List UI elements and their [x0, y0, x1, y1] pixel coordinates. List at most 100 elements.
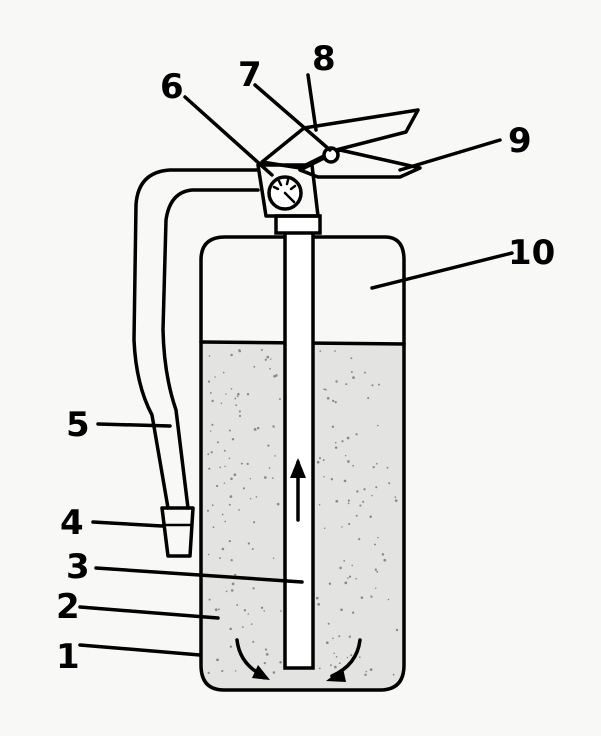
powder-speck	[218, 608, 220, 611]
powder-speck	[268, 467, 271, 469]
powder-speck	[253, 365, 256, 368]
powder-speck	[344, 454, 347, 457]
powder-speck	[347, 499, 350, 502]
leader-line-1	[78, 643, 202, 657]
powder-speck	[243, 609, 247, 612]
powder-speck	[278, 398, 281, 401]
powder-speck	[374, 587, 377, 589]
powder-speck	[266, 355, 270, 359]
powder-speck	[207, 453, 210, 456]
powder-speck	[229, 645, 233, 648]
powder-speck	[394, 499, 398, 502]
powder-speck	[375, 486, 378, 489]
powder-speck	[363, 488, 366, 491]
powder-speck	[360, 596, 364, 599]
powder-speck	[348, 522, 351, 526]
leader-line-10	[370, 251, 514, 290]
powder-speck	[327, 622, 330, 625]
powder-speck	[324, 388, 327, 391]
powder-speck	[351, 564, 354, 567]
label-3: 3	[66, 547, 90, 587]
powder-speck	[238, 509, 240, 511]
powder-speck	[215, 484, 219, 488]
powder-speck	[249, 477, 252, 480]
powder-speck	[238, 349, 242, 353]
powder-speck	[341, 526, 343, 528]
powder-speck	[359, 504, 362, 507]
powder-speck	[247, 542, 251, 545]
powder-speck	[230, 559, 233, 562]
powder-speck	[335, 499, 339, 503]
powder-speck	[274, 455, 276, 457]
powder-speck	[246, 462, 249, 466]
powder-speck	[338, 662, 341, 665]
powder-speck	[223, 482, 226, 484]
powder-speck	[334, 401, 337, 404]
leader-line-4	[91, 520, 164, 528]
powder-speck	[219, 557, 221, 560]
powder-speck	[318, 504, 321, 506]
powder-speck	[234, 670, 237, 672]
powder-speck	[338, 635, 341, 638]
powder-speck	[371, 494, 373, 497]
powder-speck	[333, 652, 335, 655]
neck	[274, 214, 322, 235]
powder-speck	[274, 374, 278, 377]
powder-speck	[253, 521, 256, 524]
powder-speck	[263, 661, 266, 665]
powder-speck	[242, 487, 245, 490]
powder-speck	[350, 371, 353, 373]
powder-speck	[250, 623, 253, 625]
powder-speck	[395, 628, 399, 632]
powder-speck	[231, 437, 235, 441]
powder-speck	[207, 553, 210, 556]
label-4: 4	[60, 503, 84, 543]
powder-speck	[334, 446, 338, 449]
powder-speck	[386, 466, 389, 469]
powder-speck	[323, 527, 326, 530]
powder-speck	[378, 383, 380, 386]
powder-speck	[207, 380, 211, 383]
pressure-gauge-needle	[283, 191, 296, 204]
powder-speck	[234, 573, 237, 577]
powder-speck	[221, 669, 224, 673]
powder-speck	[365, 670, 368, 673]
powder-speck	[343, 560, 346, 562]
powder-speck	[208, 598, 211, 601]
label-6: 6	[160, 67, 184, 107]
powder-speck	[211, 399, 214, 403]
powder-speck	[230, 477, 233, 481]
powder-speck	[334, 665, 337, 669]
powder-speck	[343, 479, 347, 483]
powder-speck	[210, 451, 213, 454]
powder-speck	[364, 673, 367, 677]
powder-speck	[224, 520, 227, 523]
powder-speck	[325, 641, 329, 645]
powder-speck	[207, 671, 210, 675]
powder-speck	[228, 503, 231, 506]
powder-speck	[225, 393, 227, 395]
powder-speckles	[206, 348, 399, 681]
powder-speck	[339, 566, 342, 570]
powder-speck	[229, 495, 233, 498]
powder-speck	[214, 376, 216, 378]
powder-speck	[224, 465, 226, 468]
powder-speck	[238, 410, 241, 413]
powder-speck	[236, 604, 239, 606]
powder-speck	[358, 537, 361, 541]
valve-head	[256, 163, 320, 218]
powder-speck	[367, 397, 370, 400]
label-10: 10	[508, 233, 555, 273]
powder-speck	[322, 459, 325, 462]
powder-speck	[228, 457, 231, 460]
powder-speck	[374, 543, 376, 546]
powder-speck	[332, 637, 334, 640]
powder-speck	[392, 673, 395, 676]
powder-speck	[348, 635, 351, 638]
powder-speck	[334, 350, 336, 352]
label-8: 8	[312, 39, 336, 79]
powder-speck	[323, 476, 325, 478]
hose-inner	[161, 188, 260, 510]
powder-speck	[208, 467, 211, 470]
